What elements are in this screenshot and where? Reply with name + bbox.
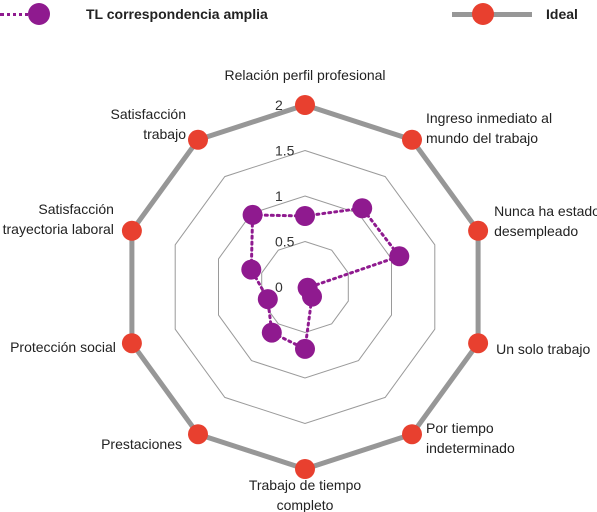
axis-label-proteccion-social: Protección social [10, 339, 116, 355]
tick-label-2: 1 [275, 188, 283, 204]
series-point-ideal-7 [121, 333, 142, 354]
tick-label-0: 0 [275, 279, 283, 295]
series-point-tl-correspondencia-amplia-1 [352, 198, 373, 219]
series-point-ideal-2 [468, 220, 489, 241]
tick-label-4: 2 [275, 97, 283, 113]
grid-ring-1 [218, 195, 392, 379]
series-point-tl-correspondencia-amplia-7 [257, 289, 278, 310]
series-point-ideal-6 [188, 424, 208, 445]
series-point-ideal-5 [295, 459, 315, 479]
grid-ring-0-5 [261, 240, 349, 334]
axis-label-relacion-perfil-profesional: Relación perfil profesional [224, 67, 385, 83]
axis-label-un-solo-trabajo: Un solo trabajo [496, 341, 590, 357]
series-point-tl-correspondencia-amplia-0 [295, 206, 315, 226]
legend-label-ideal: Ideal [546, 6, 578, 22]
series-point-ideal-1 [402, 129, 422, 150]
tick-label-1: 0.5 [275, 234, 295, 250]
tick-label-3: 1.5 [275, 143, 295, 159]
series-point-tl-correspondencia-amplia-6 [261, 322, 282, 343]
legend-red-marker [472, 3, 494, 25]
legend-purple-marker [28, 3, 50, 25]
series-point-tl-correspondencia-amplia-4 [302, 286, 322, 307]
legend-dotted-line-swatch [0, 13, 42, 16]
series-point-tl-correspondencia-amplia-2 [389, 246, 410, 267]
legend-item-tl-correspondencia: TL correspondencia amplia [0, 2, 290, 26]
axis-label-prestaciones: Prestaciones [101, 436, 182, 452]
series-point-tl-correspondencia-amplia-5 [295, 338, 315, 359]
radar-tick-labels: 0 0.5 1 1.5 2 [275, 97, 295, 295]
chart-legend: TL correspondencia amplia Ideal [0, 0, 597, 28]
legend-item-ideal: Ideal [452, 2, 592, 26]
series-point-ideal-8 [121, 220, 142, 241]
radar-grid [174, 149, 436, 425]
series-point-ideal-0 [295, 95, 315, 115]
series-point-tl-correspondencia-amplia-8 [241, 259, 262, 280]
radar-series [121, 95, 489, 479]
legend-label-tl-correspondencia: TL correspondencia amplia [86, 6, 268, 22]
series-point-ideal-9 [188, 129, 208, 150]
grid-ring-1-5 [174, 149, 436, 425]
series-point-tl-correspondencia-amplia-9 [242, 204, 263, 225]
series-point-ideal-3 [468, 333, 489, 354]
series-point-ideal-4 [402, 424, 422, 445]
